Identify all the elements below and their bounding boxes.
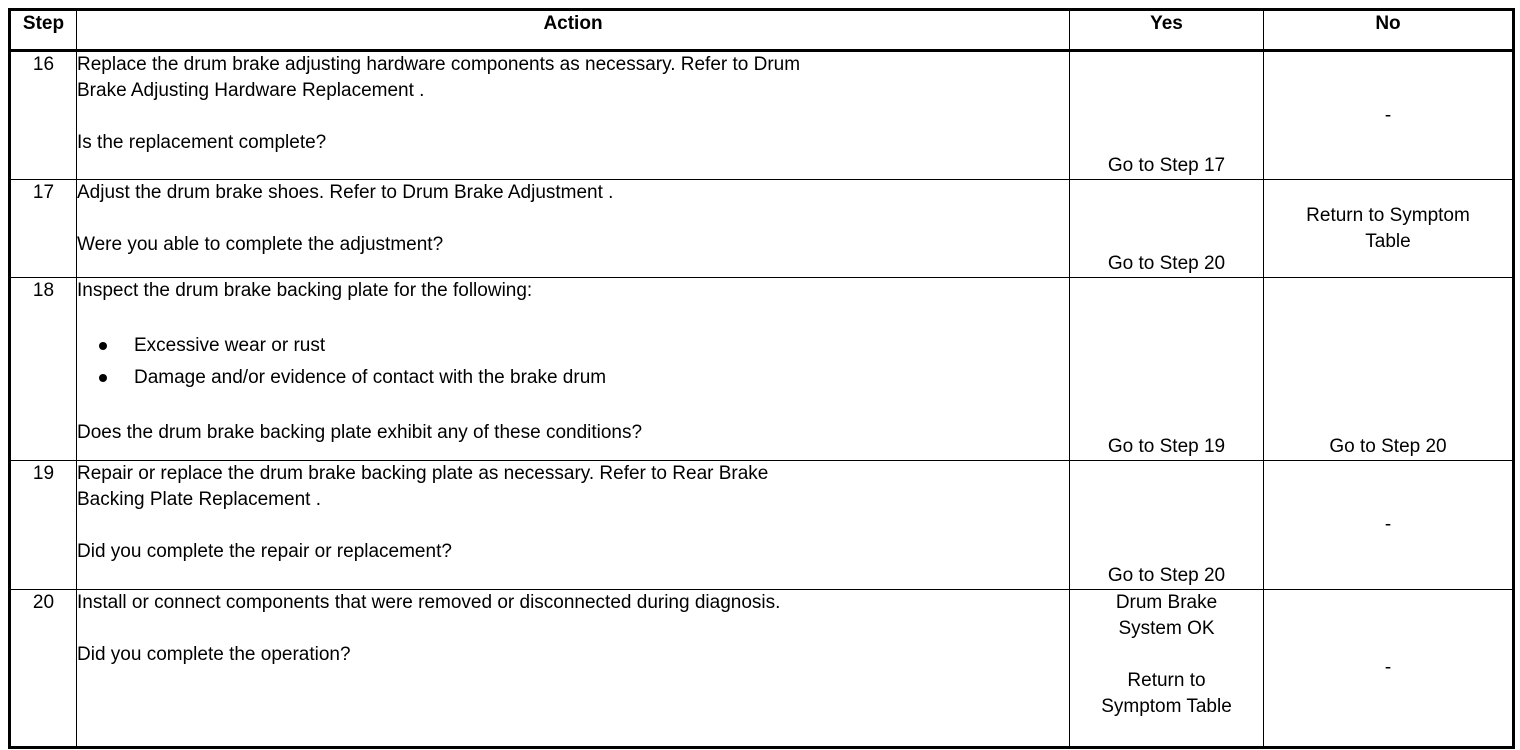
action-text-line: Install or connect components that were … [77,592,781,613]
spacer [77,616,1069,642]
action-question: Is the replacement complete? [77,132,327,153]
action-question: Did you complete the operation? [77,644,351,665]
no-cell: Go to Step 20 [1263,277,1514,461]
spacer [77,304,1069,330]
step-number-cell: 17 [9,179,77,278]
action-text-line: Inspect the drum brake backing plate for… [77,280,533,301]
spacer [1070,642,1263,668]
bullet-text: Excessive wear or rust [134,335,326,356]
yes-cell: Go to Step 20 [1069,179,1264,278]
yes-text-line: Symptom Table [1101,696,1232,717]
step-number-cell: 16 [9,50,77,180]
spacer [77,394,1069,420]
list-item: Damage and/or evidence of contact with t… [77,362,1069,394]
action-question: Does the drum brake backing plate exhibi… [77,422,643,443]
action-cell: Adjust the drum brake shoes. Refer to Dr… [76,179,1070,278]
table-row: 17 Adjust the drum brake shoes. Refer to… [9,179,1514,278]
table-header: Step Action Yes No [9,9,1514,51]
column-header-yes: Yes [1069,9,1264,51]
action-text-line: Replace the drum brake adjusting hardwar… [77,54,801,75]
table-row: 16 Replace the drum brake adjusting hard… [9,50,1514,180]
column-header-action: Action [76,9,1070,51]
action-cell: Repair or replace the drum brake backing… [76,460,1070,590]
table-header-row: Step Action Yes No [9,9,1514,51]
yes-text-line: Drum Brake [1115,592,1218,613]
table-row: 19 Repair or replace the drum brake back… [9,460,1514,590]
no-cell: - [1263,460,1514,590]
yes-text-line: Return to [1127,670,1206,691]
action-cell: Replace the drum brake adjusting hardwar… [76,50,1070,180]
list-item: Excessive wear or rust [77,330,1069,362]
action-question: Did you complete the repair or replaceme… [77,541,452,562]
bullet-text: Damage and/or evidence of contact with t… [134,367,607,388]
bullet-icon [99,374,107,382]
spacer [77,206,1069,232]
action-text-line: Adjust the drum brake shoes. Refer to Dr… [77,182,614,203]
yes-cell: Drum Brake System OK Return to Symptom T… [1069,589,1264,748]
diagnostic-steps-table: Step Action Yes No 16 Replace the drum b… [8,8,1515,749]
step-number-cell: 20 [9,589,77,748]
no-text-line: Table [1365,230,1411,252]
no-cell: Return to Symptom Table [1263,179,1514,278]
no-cell: - [1263,50,1514,180]
column-header-no: No [1263,9,1514,51]
step-number-cell: 19 [9,460,77,590]
yes-cell: Go to Step 19 [1069,277,1264,461]
yes-cell: Go to Step 17 [1069,50,1264,180]
action-text-line: Repair or replace the drum brake backing… [77,463,769,484]
bullet-icon [99,342,107,350]
no-cell: - [1263,589,1514,748]
table-body: 16 Replace the drum brake adjusting hard… [9,50,1514,748]
action-cell: Install or connect components that were … [76,589,1070,748]
spacer [77,513,1069,539]
action-question: Were you able to complete the adjustment… [77,234,444,255]
column-header-step: Step [9,9,77,51]
action-cell: Inspect the drum brake backing plate for… [76,277,1070,461]
action-text-line: Backing Plate Replacement . [77,489,321,510]
no-text-line: Return to Symptom [1306,204,1470,226]
step-number-cell: 18 [9,277,77,461]
yes-text-line: System OK [1118,618,1215,639]
table-row: 18 Inspect the drum brake backing plate … [9,277,1514,461]
action-text-line: Brake Adjusting Hardware Replacement . [77,80,425,101]
spacer [77,104,1069,130]
bullet-list: Excessive wear or rust Damage and/or evi… [77,330,1069,394]
table-row: 20 Install or connect components that we… [9,589,1514,748]
yes-cell: Go to Step 20 [1069,460,1264,590]
